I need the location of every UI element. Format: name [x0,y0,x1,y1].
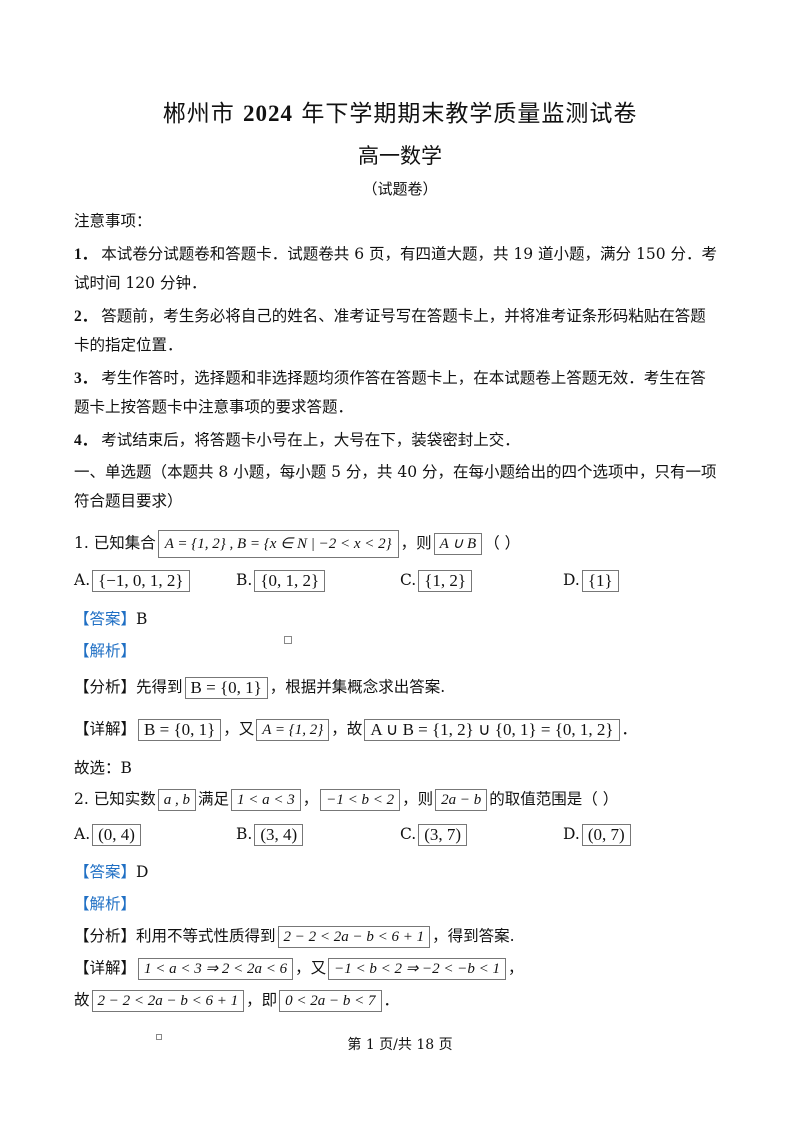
formula-box: A = {1, 2} [256,719,330,741]
formula-box: B = {0, 1} [184,677,268,699]
q2-analysis-tag: 【解析】 [74,895,137,913]
formula-box: (3, 7) [418,824,468,846]
formula-box: {−1, 0, 1, 2} [92,570,190,592]
q2-answer: 【答案】D [74,863,149,881]
formula-box: 1 < a < 3 [230,789,301,811]
notice-heading: 注意事项： [74,212,152,230]
q1-option-a: A.{−1, 0, 1, 2} [74,570,192,592]
paper-type: （试题卷） [362,180,438,198]
notice-item-2: 2．答题前，考生务必将自己的姓名、准考证号写在答题卡上，并将准考证条形码粘贴在答… [74,307,706,325]
exam-title: 郴州市 2024 年下学期期末教学质量监测试卷 [162,101,638,127]
formula-box: {1} [581,570,619,592]
scan-mark [284,636,292,644]
page-footer: 第 1 页/共 18 页 [347,1037,453,1053]
formula-box: {0, 1, 2} [254,570,326,592]
section-heading-cont: 符合题目要求） [74,492,183,510]
q2-option-a: A.(0, 4) [74,824,143,846]
formula-box: A = {1, 2} , B = {x ∈ N | −2 < x < 2} [157,530,399,558]
formula-box: −1 < b < 2 ⇒ −2 < −b < 1 [328,958,507,980]
formula-box: 2 − 2 < 2a − b < 6 + 1 [277,926,431,948]
q1-conclusion: 故选：B [74,759,132,777]
formula-box: 2 − 2 < 2a − b < 6 + 1 [91,990,245,1012]
q2-detail: 【详解】1 < a < 3 ⇒ 2 < 2a < 6，又−1 < b < 2 ⇒… [74,957,524,980]
formula-box: 0 < 2a − b < 7 [279,990,382,1012]
formula-box: (3, 4) [254,824,304,846]
notice-item-3-cont: 题卡上按答题卡中注意事项的要求答题． [74,398,354,416]
scan-mark [156,1034,162,1040]
notice-item-4: 4．考试结束后，将答题卡小号在上，大号在下，装袋密封上交． [74,431,520,449]
q2-option-b: B.(3, 4) [236,824,305,846]
formula-box: a , b [157,789,196,811]
formula-box: 2a − b [435,789,488,811]
formula-box: 1 < a < 3 ⇒ 2 < 2a < 6 [138,958,294,980]
q1-answer: 【答案】B [74,610,148,628]
notice-item-1-cont: 试时间 120 分钟． [74,274,207,292]
formula-box: B = {0, 1} [138,719,222,741]
notice-item-3: 3．考生作答时，选择题和非选择题均须作答在答题卡上，在本试题卷上答题无效．考生在… [74,369,706,387]
notice-item-2-cont: 卡的指定位置． [74,336,183,354]
q2-option-c: C.(3, 7) [400,824,469,846]
formula-box: (0, 7) [581,824,631,846]
q1-option-c: C.{1, 2} [400,570,474,592]
formula-box: {1, 2} [418,570,473,592]
formula-box: A ∪ B = {1, 2} ∪ {0, 1} = {0, 1, 2} [364,719,620,741]
formula-box: A ∪ B [433,533,483,555]
notice-item-1: 1．本试卷分试题卷和答题卡．试题卷共 6 页，有四道大题，共 19 道小题，满分… [74,245,717,263]
section-heading: 一、单选题（本题共 8 小题，每小题 5 分，共 40 分，在每小题给出的四个选… [74,463,717,481]
exam-subject: 高一数学 [358,144,442,168]
q1-option-d: D.{1} [563,570,621,592]
q1-option-b: B.{0, 1, 2} [236,570,327,592]
q2-option-d: D.(0, 7) [563,824,633,846]
formula-box: −1 < b < 2 [320,789,401,811]
formula-box: (0, 4) [92,824,141,846]
q1-analysis-tag: 【解析】 [74,642,137,660]
